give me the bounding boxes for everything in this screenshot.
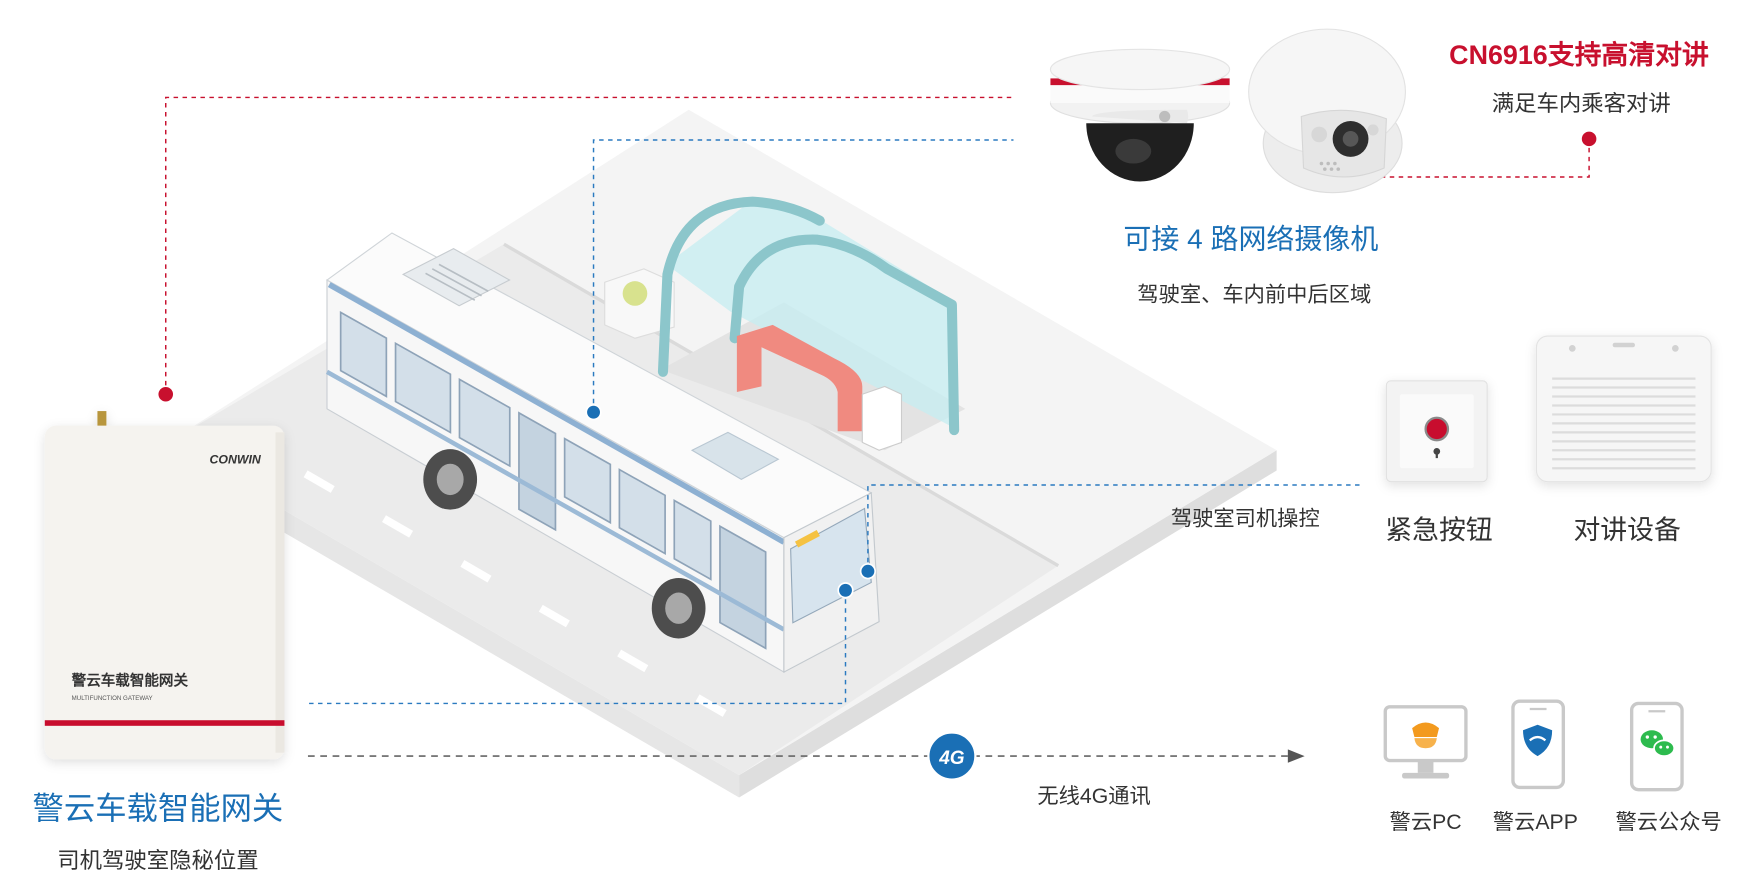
- 4g-badge: 4G: [927, 731, 977, 781]
- gateway-logo: CONWIN: [210, 453, 262, 467]
- gateway-dot: [158, 386, 174, 402]
- bus-window: [394, 341, 452, 434]
- bus-door: [719, 524, 767, 650]
- shelter-arch-rear: [657, 196, 825, 377]
- lane-dash: [460, 560, 492, 583]
- intercom-device-label: 对讲设备: [1573, 515, 1681, 545]
- lane-dash: [695, 694, 727, 717]
- roof-hatch: [690, 431, 780, 481]
- cameras-subtitle: 驾驶室、车内前中后区域: [1137, 282, 1371, 306]
- wireless-link-label: 无线4G通讯: [1037, 784, 1150, 808]
- camera-link-blue: [592, 139, 1014, 413]
- wireless-link-arrowhead: [1287, 749, 1305, 763]
- lane-dash: [538, 604, 570, 628]
- emergency-button-icon: [1385, 380, 1488, 483]
- client-wechat-label: 警云公众号: [1615, 810, 1721, 834]
- gateway-red-stripe: [44, 720, 285, 726]
- roof-ac-unit: [401, 248, 511, 307]
- camera-link-red: [165, 96, 1014, 395]
- gateway-link: [307, 590, 847, 705]
- turret-dome-camera-icon: [1248, 28, 1406, 194]
- platform-side-right: [739, 450, 1277, 798]
- gateway-title: 警云车载智能网关: [33, 791, 284, 826]
- bus-side-stripe: [325, 369, 786, 632]
- bus-windshield: [790, 507, 872, 624]
- lane-dash: [382, 515, 414, 538]
- gateway-body: [44, 425, 285, 760]
- bus-roof-stripe: [327, 282, 786, 545]
- pc-monitor-icon: [1383, 705, 1468, 779]
- shelter-bench: [736, 324, 863, 432]
- emergency-button-label: 紧急按钮: [1385, 515, 1492, 545]
- intercom-feature-dot: [1581, 131, 1597, 147]
- mobile-app-icon: [1511, 699, 1566, 790]
- bus-front-wheel: [651, 577, 706, 639]
- lane-markings: [303, 470, 727, 717]
- intercom-feature-subtitle: 满足车内乘客对讲: [1492, 91, 1671, 116]
- bus-window: [563, 437, 612, 525]
- gateway-antenna: [97, 411, 107, 428]
- bus-window: [618, 468, 666, 555]
- cab-dot: [837, 582, 854, 599]
- bus-door: [518, 411, 557, 532]
- ptz-dome-camera-icon: [1049, 48, 1231, 182]
- lane-dash: [303, 470, 335, 493]
- client-pc-label: 警云PC: [1390, 810, 1462, 834]
- bus-window: [673, 499, 712, 581]
- platform-side-left: [167, 442, 740, 798]
- shelter-arch-front: [729, 234, 960, 436]
- gateway-device-label: 警云车载智能网关: [71, 672, 189, 690]
- bus-stop-shelter: [604, 196, 966, 451]
- shelter-glass: [666, 201, 955, 428]
- intercom-device-icon: [1535, 335, 1712, 483]
- police-cap-icon: [1412, 722, 1440, 738]
- 4g-badge-text: 4G: [938, 748, 965, 769]
- gateway-subtitle: 司机驾驶室隐秘位置: [57, 848, 258, 873]
- intercom-feature-title: CN6916支持高清对讲: [1449, 39, 1709, 70]
- bus-windows: [339, 310, 767, 650]
- lane-dash: [617, 649, 649, 673]
- trash-bin: [861, 385, 903, 451]
- gateway-edge: [275, 432, 285, 753]
- shrub-ball: [622, 281, 648, 306]
- driver-control-link: [867, 484, 1361, 572]
- bus-rear-wheel: [423, 449, 478, 510]
- bus: [325, 232, 880, 674]
- gateway-device-sublabel: MULTIFUNCTION GATEWAY: [72, 695, 153, 702]
- shield-icon: [1523, 724, 1553, 757]
- roof-camera-dot: [585, 404, 602, 421]
- roof-vents: [425, 263, 489, 301]
- cameras-title: 可接 4 路网络摄像机: [1123, 224, 1378, 255]
- destination-sign: [794, 530, 820, 548]
- driver-control-label: 驾驶室司机操控: [1171, 506, 1320, 530]
- bus-window: [339, 310, 388, 398]
- bus-window: [458, 377, 511, 468]
- gateway-device: [44, 411, 285, 760]
- driver-dot: [859, 563, 877, 580]
- intercom-feature-link: [1360, 138, 1590, 178]
- client-app-label: 警云APP: [1493, 810, 1578, 834]
- wechat-icon: [1629, 701, 1684, 792]
